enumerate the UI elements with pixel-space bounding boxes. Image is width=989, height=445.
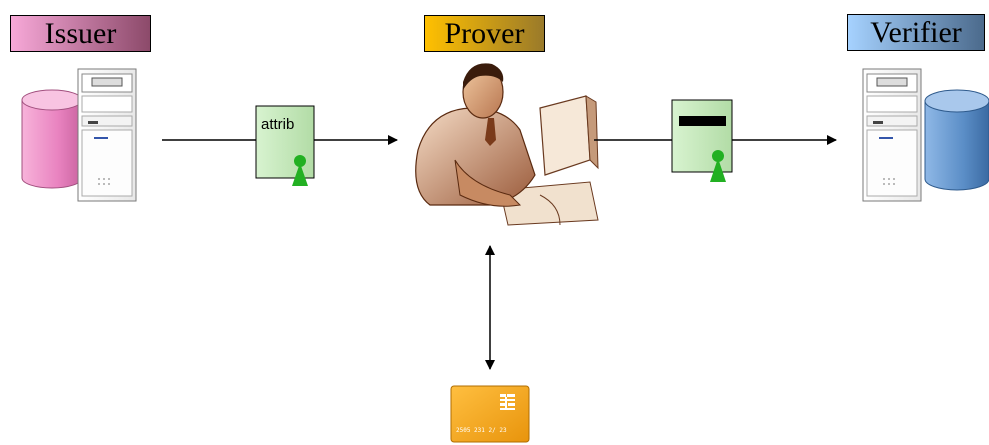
credential-key-icon [292,155,308,186]
smartcard-icon [450,385,530,443]
verifier-database-icon [924,89,989,191]
presented-credential-key-icon [710,150,726,182]
issuer-label: Issuer [10,15,151,52]
smartcard-number: 2505 231 2/ 23 [456,427,507,434]
smartcard-chip-icon [500,394,515,410]
issued-credential-icon [255,105,315,186]
prover-label: Prover [424,15,545,52]
person-at-computer-icon [415,63,599,226]
prover-label-text: Prover [444,16,525,50]
issuer-database-icon [21,89,83,189]
verifier-label: Verifier [847,14,985,51]
verifier-server-icon [862,68,922,202]
issuer-label-text: Issuer [44,16,117,50]
presented-credential-icon [671,99,733,182]
issuer-server-icon [77,68,137,202]
issued-credential-text: attrib [261,116,295,133]
verifier-label-text: Verifier [870,15,962,49]
redacted-attribute-bar [679,116,726,126]
